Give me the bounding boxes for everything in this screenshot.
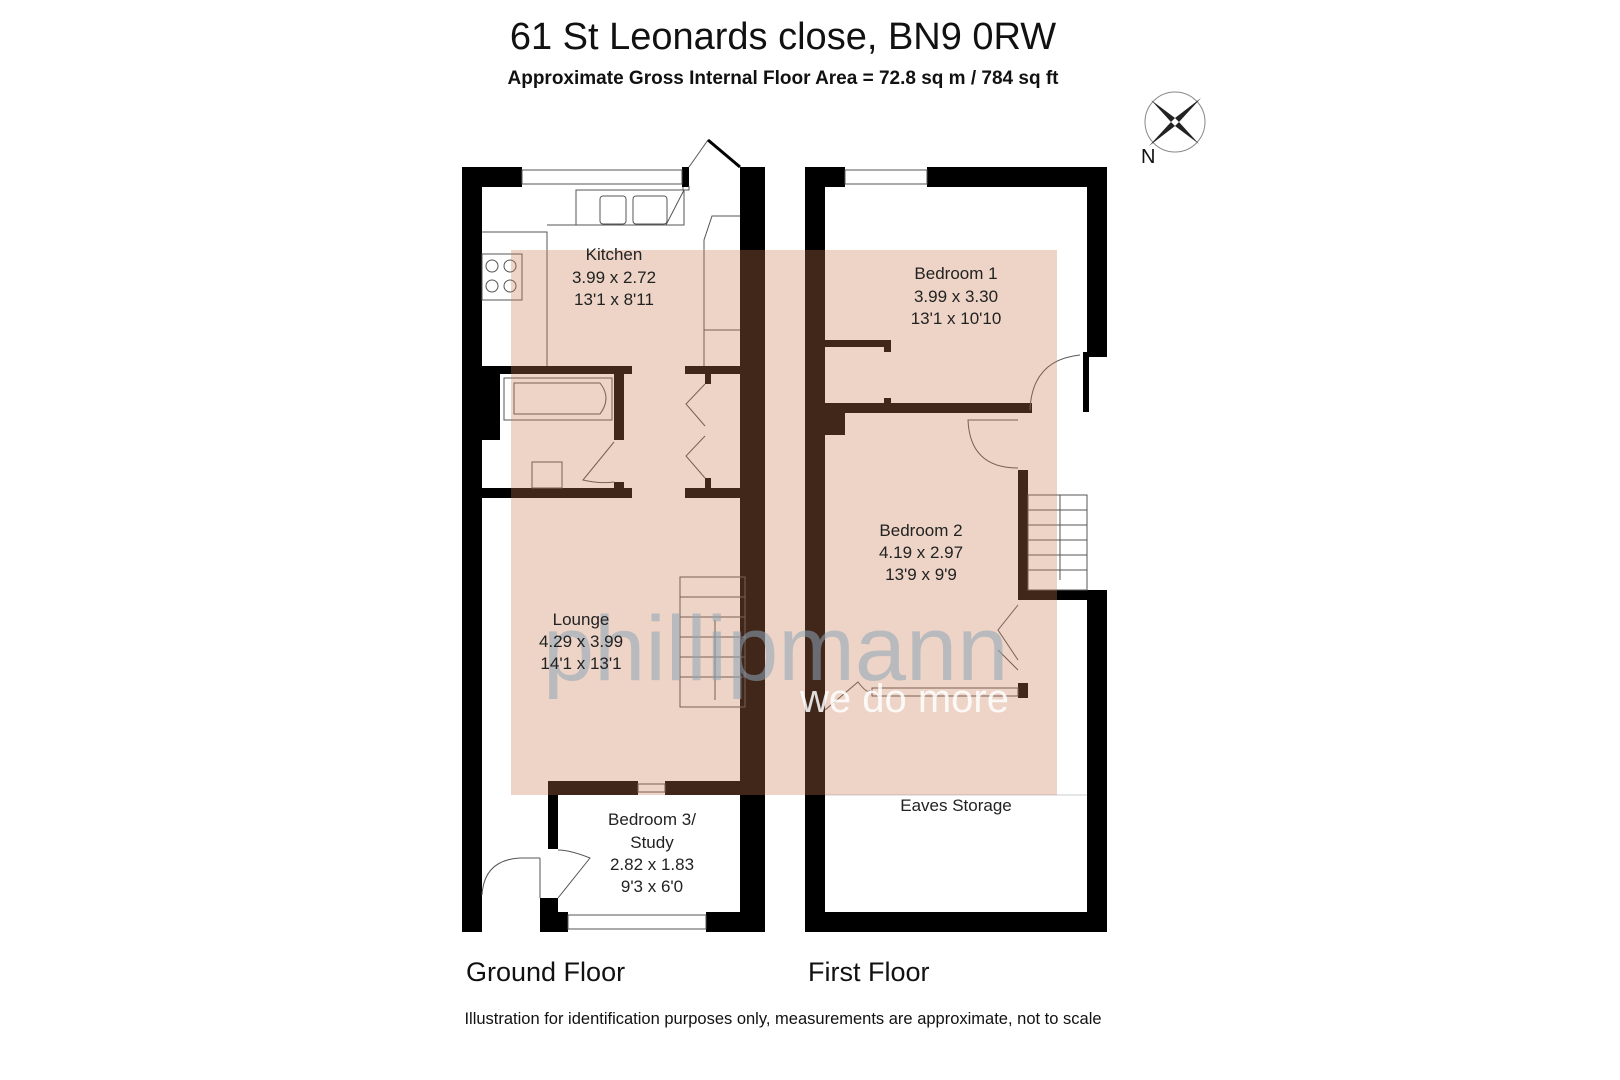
room-name-eaves-storage: Eaves Storage bbox=[900, 796, 1012, 815]
room-name-bedroom-2: Bedroom 2 bbox=[879, 521, 962, 540]
room-metric-lounge: 4.29 x 3.99 bbox=[539, 632, 623, 651]
room-metric-bedroom-3: 2.82 x 1.83 bbox=[610, 855, 694, 874]
room-imperial-lounge: 14'1 x 13'1 bbox=[540, 654, 621, 673]
room-imperial-bedroom-2: 13'9 x 9'9 bbox=[885, 565, 957, 584]
watermark-brand: phillipmann bbox=[543, 598, 1008, 700]
disclaimer: Illustration for identification purposes… bbox=[464, 1010, 1102, 1028]
room-metric-bedroom-1: 3.99 x 3.30 bbox=[914, 287, 998, 306]
room-name-kitchen: Kitchen bbox=[586, 245, 643, 264]
room-name-bedroom-3: Bedroom 3/ bbox=[608, 810, 696, 829]
ground-floor-plan bbox=[462, 167, 765, 932]
first-floor-plan bbox=[805, 167, 1107, 932]
compass-north-label: N bbox=[1141, 146, 1155, 168]
first-floor-label: First Floor bbox=[808, 957, 930, 987]
compass-rose-icon bbox=[1144, 91, 1206, 153]
floor-area: Approximate Gross Internal Floor Area = … bbox=[507, 68, 1059, 89]
room-name-study: Study bbox=[630, 833, 674, 852]
room-name-lounge: Lounge bbox=[553, 610, 610, 629]
room-imperial-bedroom-1: 13'1 x 10'10 bbox=[911, 309, 1002, 328]
first-floor-fixtures bbox=[824, 169, 1088, 796]
room-metric-bedroom-2: 4.19 x 2.97 bbox=[879, 543, 963, 562]
ground-floor-fixtures bbox=[481, 138, 746, 930]
plan-title: 61 St Leonards close, BN9 0RW bbox=[509, 16, 1057, 58]
room-imperial-kitchen: 13'1 x 8'11 bbox=[574, 290, 654, 309]
ground-floor-label: Ground Floor bbox=[466, 957, 626, 987]
room-metric-kitchen: 3.99 x 2.72 bbox=[572, 268, 656, 287]
watermark-overlay bbox=[511, 250, 1057, 795]
room-name-bedroom-1: Bedroom 1 bbox=[914, 264, 997, 283]
room-imperial-bedroom-3: 9'3 x 6'0 bbox=[621, 877, 683, 896]
watermark-tagline: we do more bbox=[799, 677, 1009, 721]
